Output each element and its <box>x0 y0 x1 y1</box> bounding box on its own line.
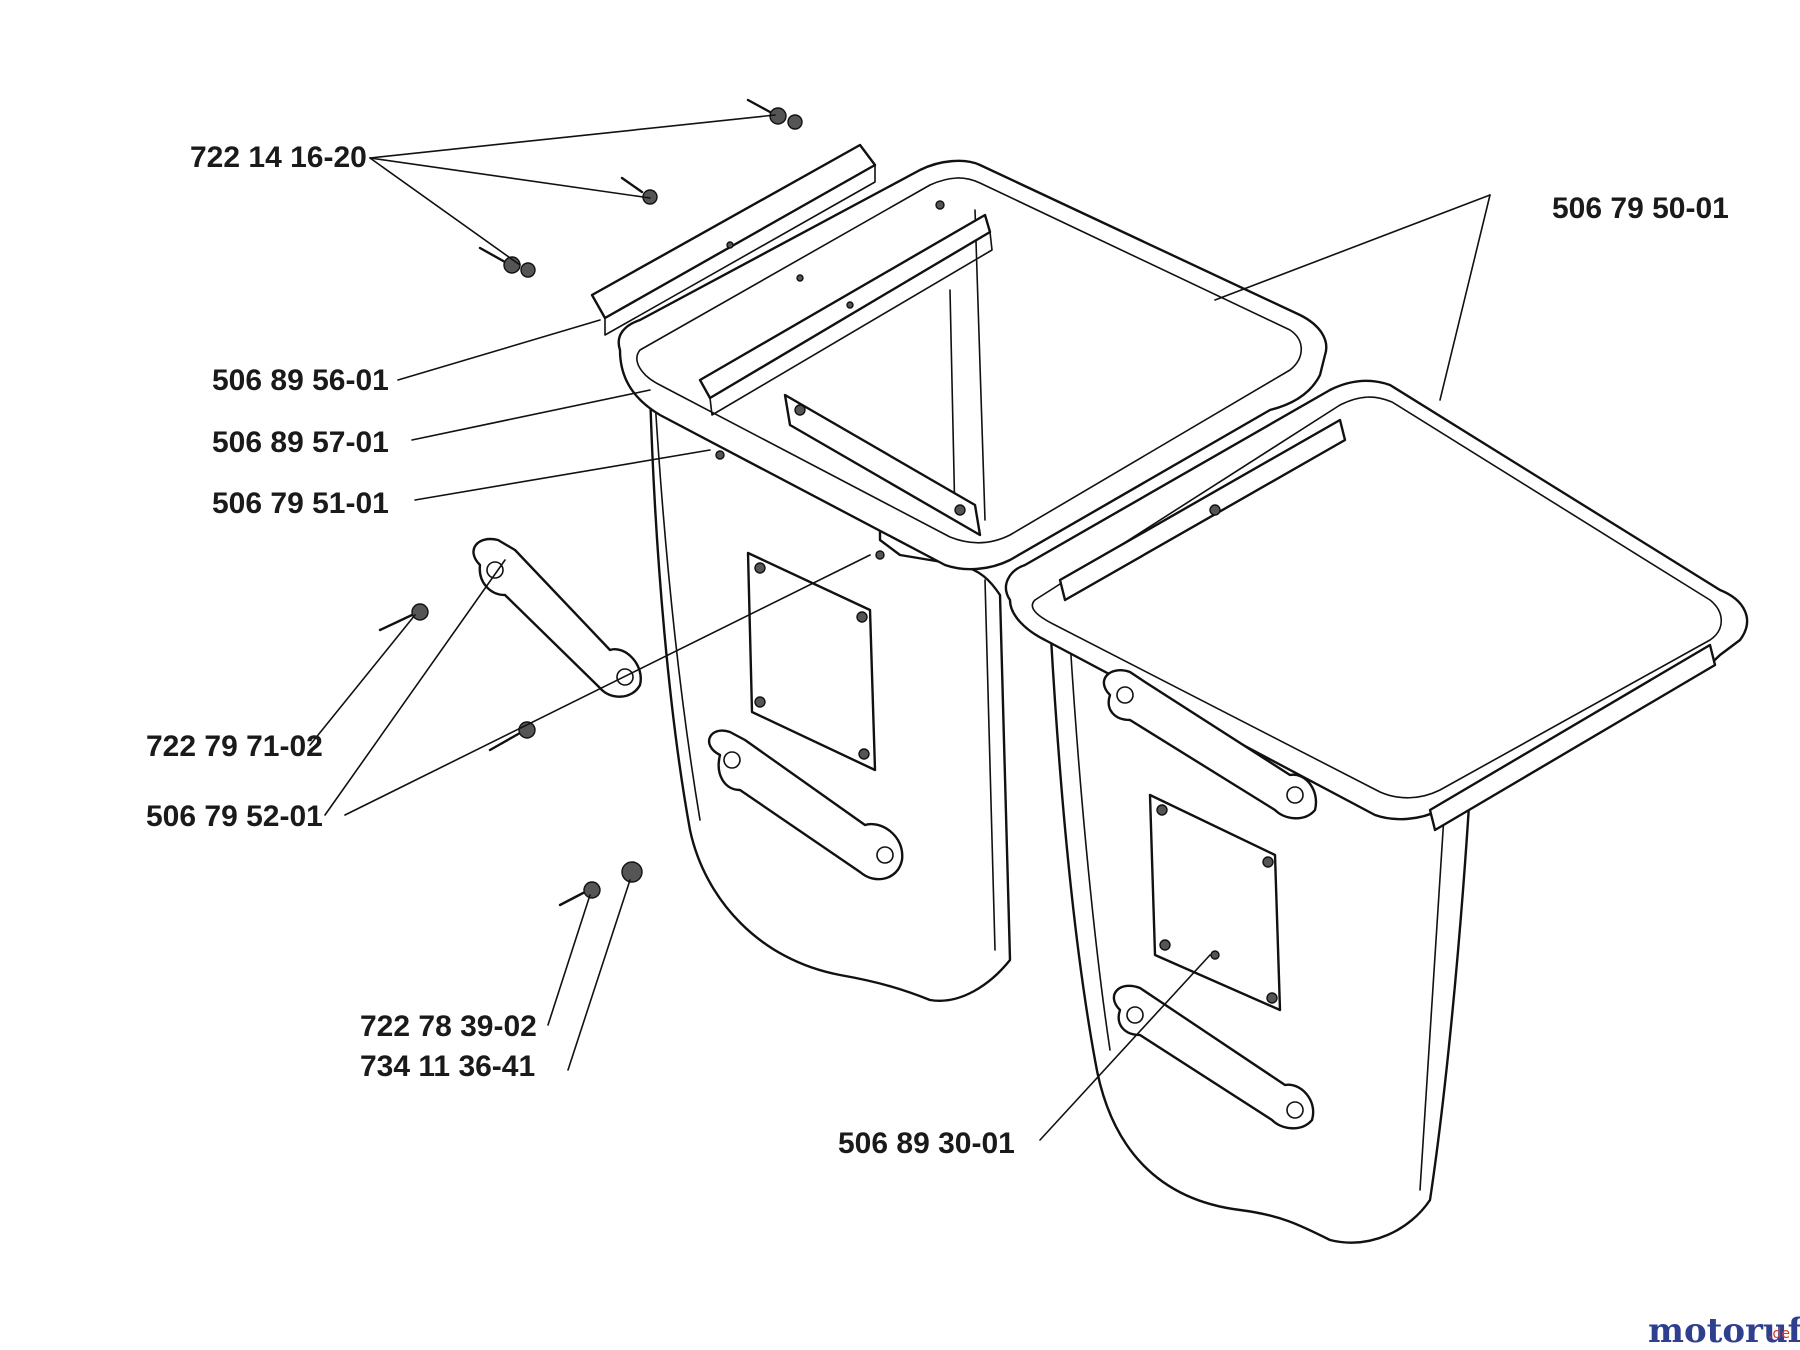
label-bracket-top: 506 89 56-01 <box>212 364 389 397</box>
label-bin-left: 506 79 51-01 <box>212 487 389 520</box>
label-nut-small: 734 11 36-41 <box>360 1050 535 1083</box>
watermark-logo: motoruf .de <box>1648 1311 1800 1350</box>
top-brackets <box>590 143 993 560</box>
hardware-screws <box>378 98 803 907</box>
label-grass-bag: 506 79 50-01 <box>1552 192 1729 225</box>
label-handle: 506 79 52-01 <box>146 800 323 833</box>
right-bin <box>1004 379 1749 1244</box>
label-hardware-bolts: 722 14 16-20 <box>190 141 367 174</box>
label-bin-right: 506 89 30-01 <box>838 1127 1015 1160</box>
watermark-domain: .de <box>1768 1326 1790 1342</box>
label-handle-screw: 722 79 71-02 <box>146 730 323 763</box>
part-labels: 722 14 16-20 506 79 50-01 506 89 56-01 5… <box>146 141 1729 1160</box>
leader-lines <box>309 114 1491 1141</box>
label-screw-small: 722 78 39-02 <box>360 1010 537 1043</box>
loose-handle <box>472 537 642 698</box>
watermark-brand: motoruf <box>1648 1311 1800 1350</box>
left-bin <box>617 159 1328 1002</box>
label-bracket-front: 506 89 57-01 <box>212 426 389 459</box>
